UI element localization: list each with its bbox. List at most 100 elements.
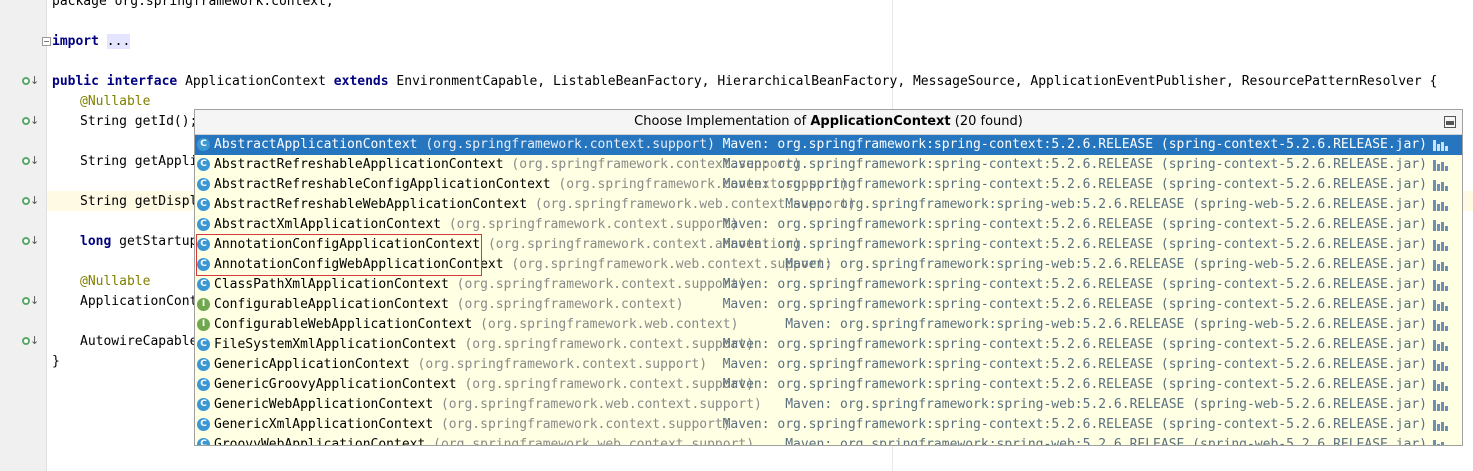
popup-title-prefix: Choose Implementation of: [634, 114, 811, 129]
implemented-gutter-icon[interactable]: ↓: [20, 75, 39, 89]
annotation-nullable: @Nullable: [80, 94, 151, 109]
implementation-name: ConfigurableWebApplicationContext (org.s…: [214, 315, 738, 335]
implementation-item[interactable]: C FileSystemXmlApplicationContext (org.sp…: [195, 335, 1462, 355]
library-name: Maven: org.springframework:spring-contex…: [722, 217, 1427, 232]
library-name: Maven: org.springframework:spring-contex…: [722, 137, 1427, 152]
folded-imports[interactable]: ...: [106, 34, 131, 49]
class-icon: C: [197, 258, 210, 271]
library-name: Maven: org.springframework:spring-contex…: [722, 157, 1427, 172]
method-name: getStartupDa: [119, 234, 214, 249]
popup-title: Choose Implementation of ApplicationCont…: [195, 110, 1462, 135]
code-line-get-startup-date: long getStartupDa: [80, 232, 213, 252]
library-name: Maven: org.springframework:spring-contex…: [722, 377, 1427, 392]
implementation-name: ClassPathXmlApplicationContext (org.spri…: [214, 275, 746, 295]
package-name: (org.springframework.context.support): [558, 177, 848, 192]
library-icon: [1433, 420, 1448, 431]
extends-list: EnvironmentCapable, ListableBeanFactory,…: [396, 74, 1438, 89]
class-name: GenericApplicationContext: [214, 357, 410, 372]
pin-popup-icon[interactable]: [1444, 116, 1456, 128]
library-icon: [1433, 340, 1448, 351]
implemented-gutter-icon[interactable]: ↓: [20, 335, 39, 349]
library-icon: [1433, 320, 1448, 331]
implementation-name: GenericWebApplicationContext (org.spring…: [214, 395, 762, 415]
code-line-autowire: AutowireCapableBe: [80, 334, 214, 349]
implementation-name: GenericApplicationContext (org.springfra…: [214, 355, 707, 375]
library-name: Maven: org.springframework:spring-web:5.…: [785, 197, 1427, 212]
code-line-import: import ...: [52, 32, 131, 52]
class-name: GroovyWebApplicationContext: [214, 437, 426, 446]
library-name: Maven: org.springframework:spring-contex…: [722, 337, 1427, 352]
code-line-get-id: String getId();: [80, 114, 198, 129]
library-name: Maven: org.springframework:spring-contex…: [722, 237, 1427, 252]
implemented-gutter-icon[interactable]: ↓: [20, 195, 39, 209]
library-icon: [1433, 220, 1448, 231]
implemented-gutter-icon[interactable]: ↓: [20, 235, 39, 249]
fold-toggle-icon[interactable]: [42, 37, 51, 46]
library-icon: [1433, 360, 1448, 371]
package-name: (org.springframework.context.support): [448, 217, 739, 232]
implementation-name: GenericXmlApplicationContext (org.spring…: [214, 415, 731, 435]
implementation-item[interactable]: C ClassPathXmlApplicationContext (org.spr…: [195, 275, 1462, 295]
library-icon: [1433, 300, 1448, 311]
keyword: interface: [106, 74, 178, 89]
implemented-gutter-icon[interactable]: ↓: [20, 155, 39, 169]
package-name: (org.springframework.web.context.support…: [511, 257, 833, 272]
code-editor[interactable]: package org.springframework.context; imp…: [52, 0, 1473, 471]
implementation-name: FileSystemXmlApplicationContext (org.spr…: [214, 335, 754, 355]
choose-implementation-popup[interactable]: Choose Implementation of ApplicationCont…: [194, 109, 1463, 446]
interface-name: ApplicationContext: [185, 74, 326, 89]
class-name: GenericXmlApplicationContext: [214, 417, 434, 432]
library-name: Maven: org.springframework:spring-web:5.…: [785, 257, 1427, 272]
class-icon: C: [197, 278, 210, 291]
class-name: ConfigurableWebApplicationContext: [214, 317, 473, 332]
implemented-gutter-icon[interactable]: ↓: [20, 295, 39, 309]
implementation-item[interactable]: I ConfigurableApplicationContext (org.spr…: [195, 295, 1462, 315]
package-name: (org.springframework.web.context.support…: [534, 197, 856, 212]
class-icon: C: [197, 358, 210, 371]
package-name: (org.springframework.web.context.support…: [433, 437, 755, 446]
code-line-get-application-name: String getApplica: [80, 154, 214, 169]
keyword: public: [52, 74, 99, 89]
implementation-name: GroovyWebApplicationContext (org.springf…: [214, 435, 755, 446]
class-icon: C: [197, 198, 210, 211]
package-name: (org.springframework.context.support): [417, 357, 708, 372]
class-name: AbstractXmlApplicationContext: [214, 217, 441, 232]
implementation-item[interactable]: C GenericApplicationContext (org.springfr…: [195, 355, 1462, 375]
library-icon: [1433, 200, 1448, 211]
class-name: ClassPathXmlApplicationContext: [214, 277, 449, 292]
implementation-name: AnnotationConfigWebApplicationContext (o…: [214, 255, 832, 275]
class-name: ConfigurableApplicationContext: [214, 297, 449, 312]
implementation-name: AbstractXmlApplicationContext (org.sprin…: [214, 215, 738, 235]
keyword: long: [80, 234, 112, 249]
package-name: (org.springframework.context.support): [440, 417, 731, 432]
library-name: Maven: org.springframework:spring-contex…: [722, 177, 1427, 192]
library-icon: [1433, 140, 1448, 151]
implementation-name: AbstractRefreshableConfigApplicationCont…: [214, 175, 848, 195]
implemented-gutter-icon[interactable]: ↓: [20, 115, 39, 129]
class-icon: C: [197, 138, 210, 151]
package-name: (org.springframework.context.support): [425, 137, 715, 152]
library-name: Maven: org.springframework:spring-contex…: [722, 277, 1427, 292]
library-name: Maven: org.springframework:spring-contex…: [722, 417, 1427, 432]
interface-icon: I: [197, 298, 210, 311]
implementation-item[interactable]: C AnnotationConfigWebApplicationContext (…: [195, 255, 1462, 275]
package-name: (org.springframework.context): [456, 297, 684, 312]
keyword: import: [52, 34, 99, 49]
keyword: extends: [333, 74, 389, 89]
code-line-close-brace: }: [52, 354, 60, 369]
class-name: GenericWebApplicationContext: [214, 397, 434, 412]
class-icon: C: [197, 338, 210, 351]
code-line-get-display-name: String getDisplay: [80, 194, 214, 209]
